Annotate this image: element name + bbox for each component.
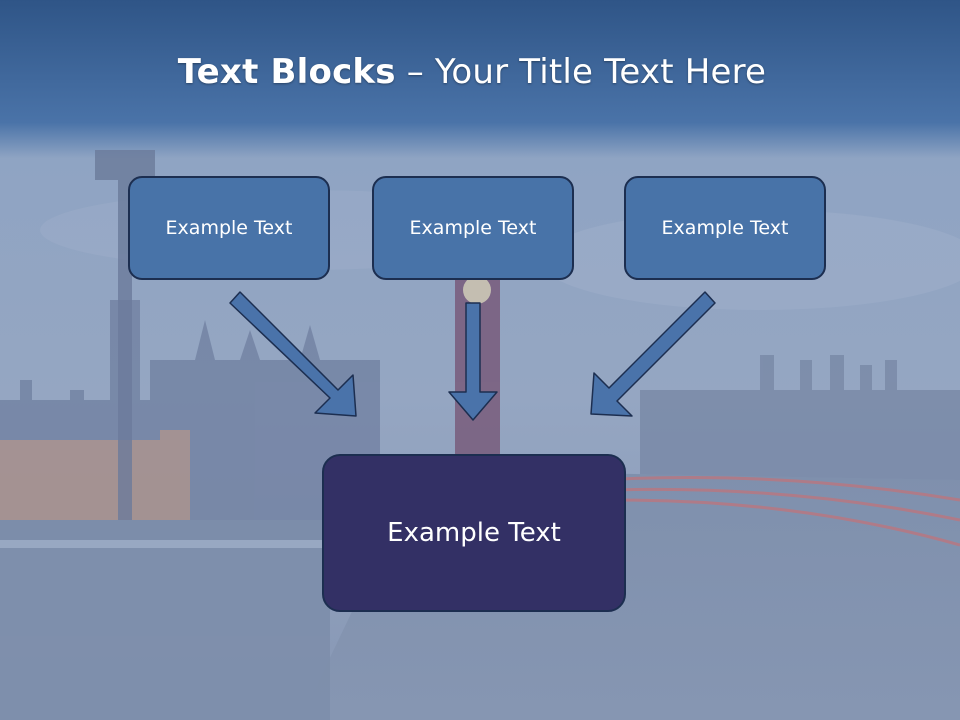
text-block-left[interactable]: Example Text	[128, 176, 330, 280]
arrow-down-icon	[448, 302, 498, 421]
arrow-right-icon	[590, 291, 716, 417]
title-bold: Text Blocks	[177, 52, 396, 92]
text-block-right-label: Example Text	[661, 217, 789, 239]
arrow-left-icon	[229, 291, 357, 417]
title-dash: –	[395, 52, 435, 92]
text-block-middle-label: Example Text	[409, 217, 537, 239]
center-text-block[interactable]: Example Text	[322, 454, 626, 612]
text-block-right[interactable]: Example Text	[624, 176, 826, 280]
title-rest: Your Title Text Here	[434, 52, 767, 92]
center-text-block-label: Example Text	[387, 518, 561, 548]
text-block-middle[interactable]: Example Text	[372, 176, 574, 280]
page-title: Text Blocks – Your Title Text Here	[0, 52, 952, 92]
text-block-left-label: Example Text	[165, 217, 293, 239]
